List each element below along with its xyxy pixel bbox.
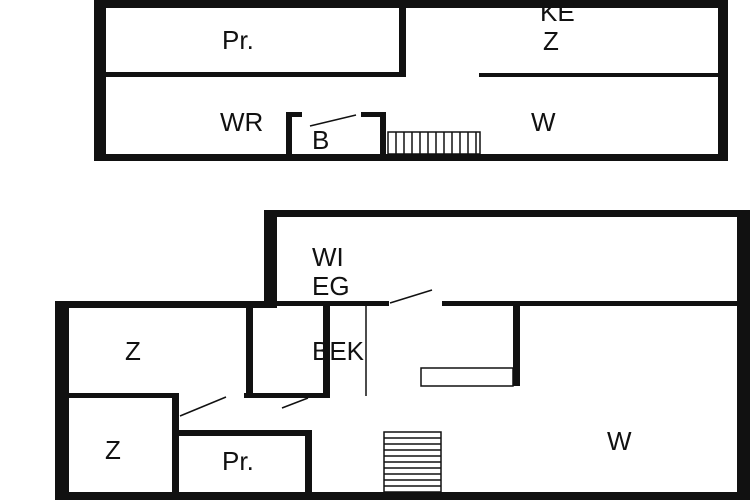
top-bath-left-wall <box>286 112 292 157</box>
top-room-label-ke: KE <box>540 0 575 27</box>
bottom-room-label-bek: BEK <box>312 336 365 366</box>
bottom-outer-wall-right <box>737 210 750 500</box>
bottom-z1-door-swing <box>179 396 227 417</box>
top-room-label-wr: WR <box>220 107 263 137</box>
bottom-z1-bottom-wall <box>69 393 179 398</box>
bottom-room-label-pr: Pr. <box>222 446 254 476</box>
bottom-wieg-bottom-wall-left <box>277 301 389 306</box>
bottom-kitchen-counter <box>420 367 514 387</box>
bottom-upper-wall-left <box>264 210 277 306</box>
bottom-bek-door-swing <box>281 397 309 409</box>
bottom-hall-wall <box>244 393 330 398</box>
bottom-outer-wall-left <box>55 301 69 500</box>
bottom-pr-right-wall <box>305 430 312 492</box>
bottom-room-label-z1: Z <box>125 336 141 366</box>
bottom-room-label-eg: EG <box>312 271 350 301</box>
bottom-room-label-z2: Z <box>105 435 121 465</box>
top-pr-right-wall <box>399 0 406 77</box>
bottom-room-label-w: W <box>607 426 632 456</box>
bottom-wieg-bottom-wall-right <box>442 301 737 306</box>
top-bath-right-wall <box>380 112 386 157</box>
top-room-label-z: Z <box>543 26 559 56</box>
bottom-z2-right-wall <box>172 398 179 492</box>
top-pr-bottom-wall <box>106 72 406 77</box>
top-bath-top-wall-right <box>361 112 385 117</box>
top-bath-top-wall-left <box>286 112 302 117</box>
top-outer-wall-left <box>94 0 106 160</box>
top-outer-wall-top <box>94 0 728 8</box>
bottom-upper-wall-top <box>264 210 750 217</box>
top-stairs <box>387 131 481 155</box>
bottom-lower-wall-top <box>55 301 277 308</box>
top-bath-door-swing <box>309 114 357 127</box>
bottom-room-label-wi: WI <box>312 242 344 272</box>
bottom-outer-wall-bottom <box>55 492 750 500</box>
bottom-kitchen-wall <box>513 306 520 386</box>
bottom-wieg-door-swing <box>389 289 433 304</box>
bottom-pr-top-wall <box>172 430 312 436</box>
bottom-bek-left-wall <box>323 306 330 398</box>
bottom-floor-plan: WI EG Z BEK Z Pr. W <box>55 210 750 500</box>
bottom-z1-right-wall <box>246 306 253 398</box>
bottom-stairs <box>383 431 442 493</box>
top-room-label-w: W <box>531 107 556 137</box>
top-outer-wall-bottom <box>94 154 728 161</box>
top-outer-wall-right <box>718 0 728 160</box>
top-room-label-b: B <box>312 125 329 155</box>
top-room-label-pr: Pr. <box>222 25 254 55</box>
top-floor-plan: Pr. KE Z WR B W <box>94 0 728 161</box>
top-kez-bottom-wall <box>479 73 718 77</box>
